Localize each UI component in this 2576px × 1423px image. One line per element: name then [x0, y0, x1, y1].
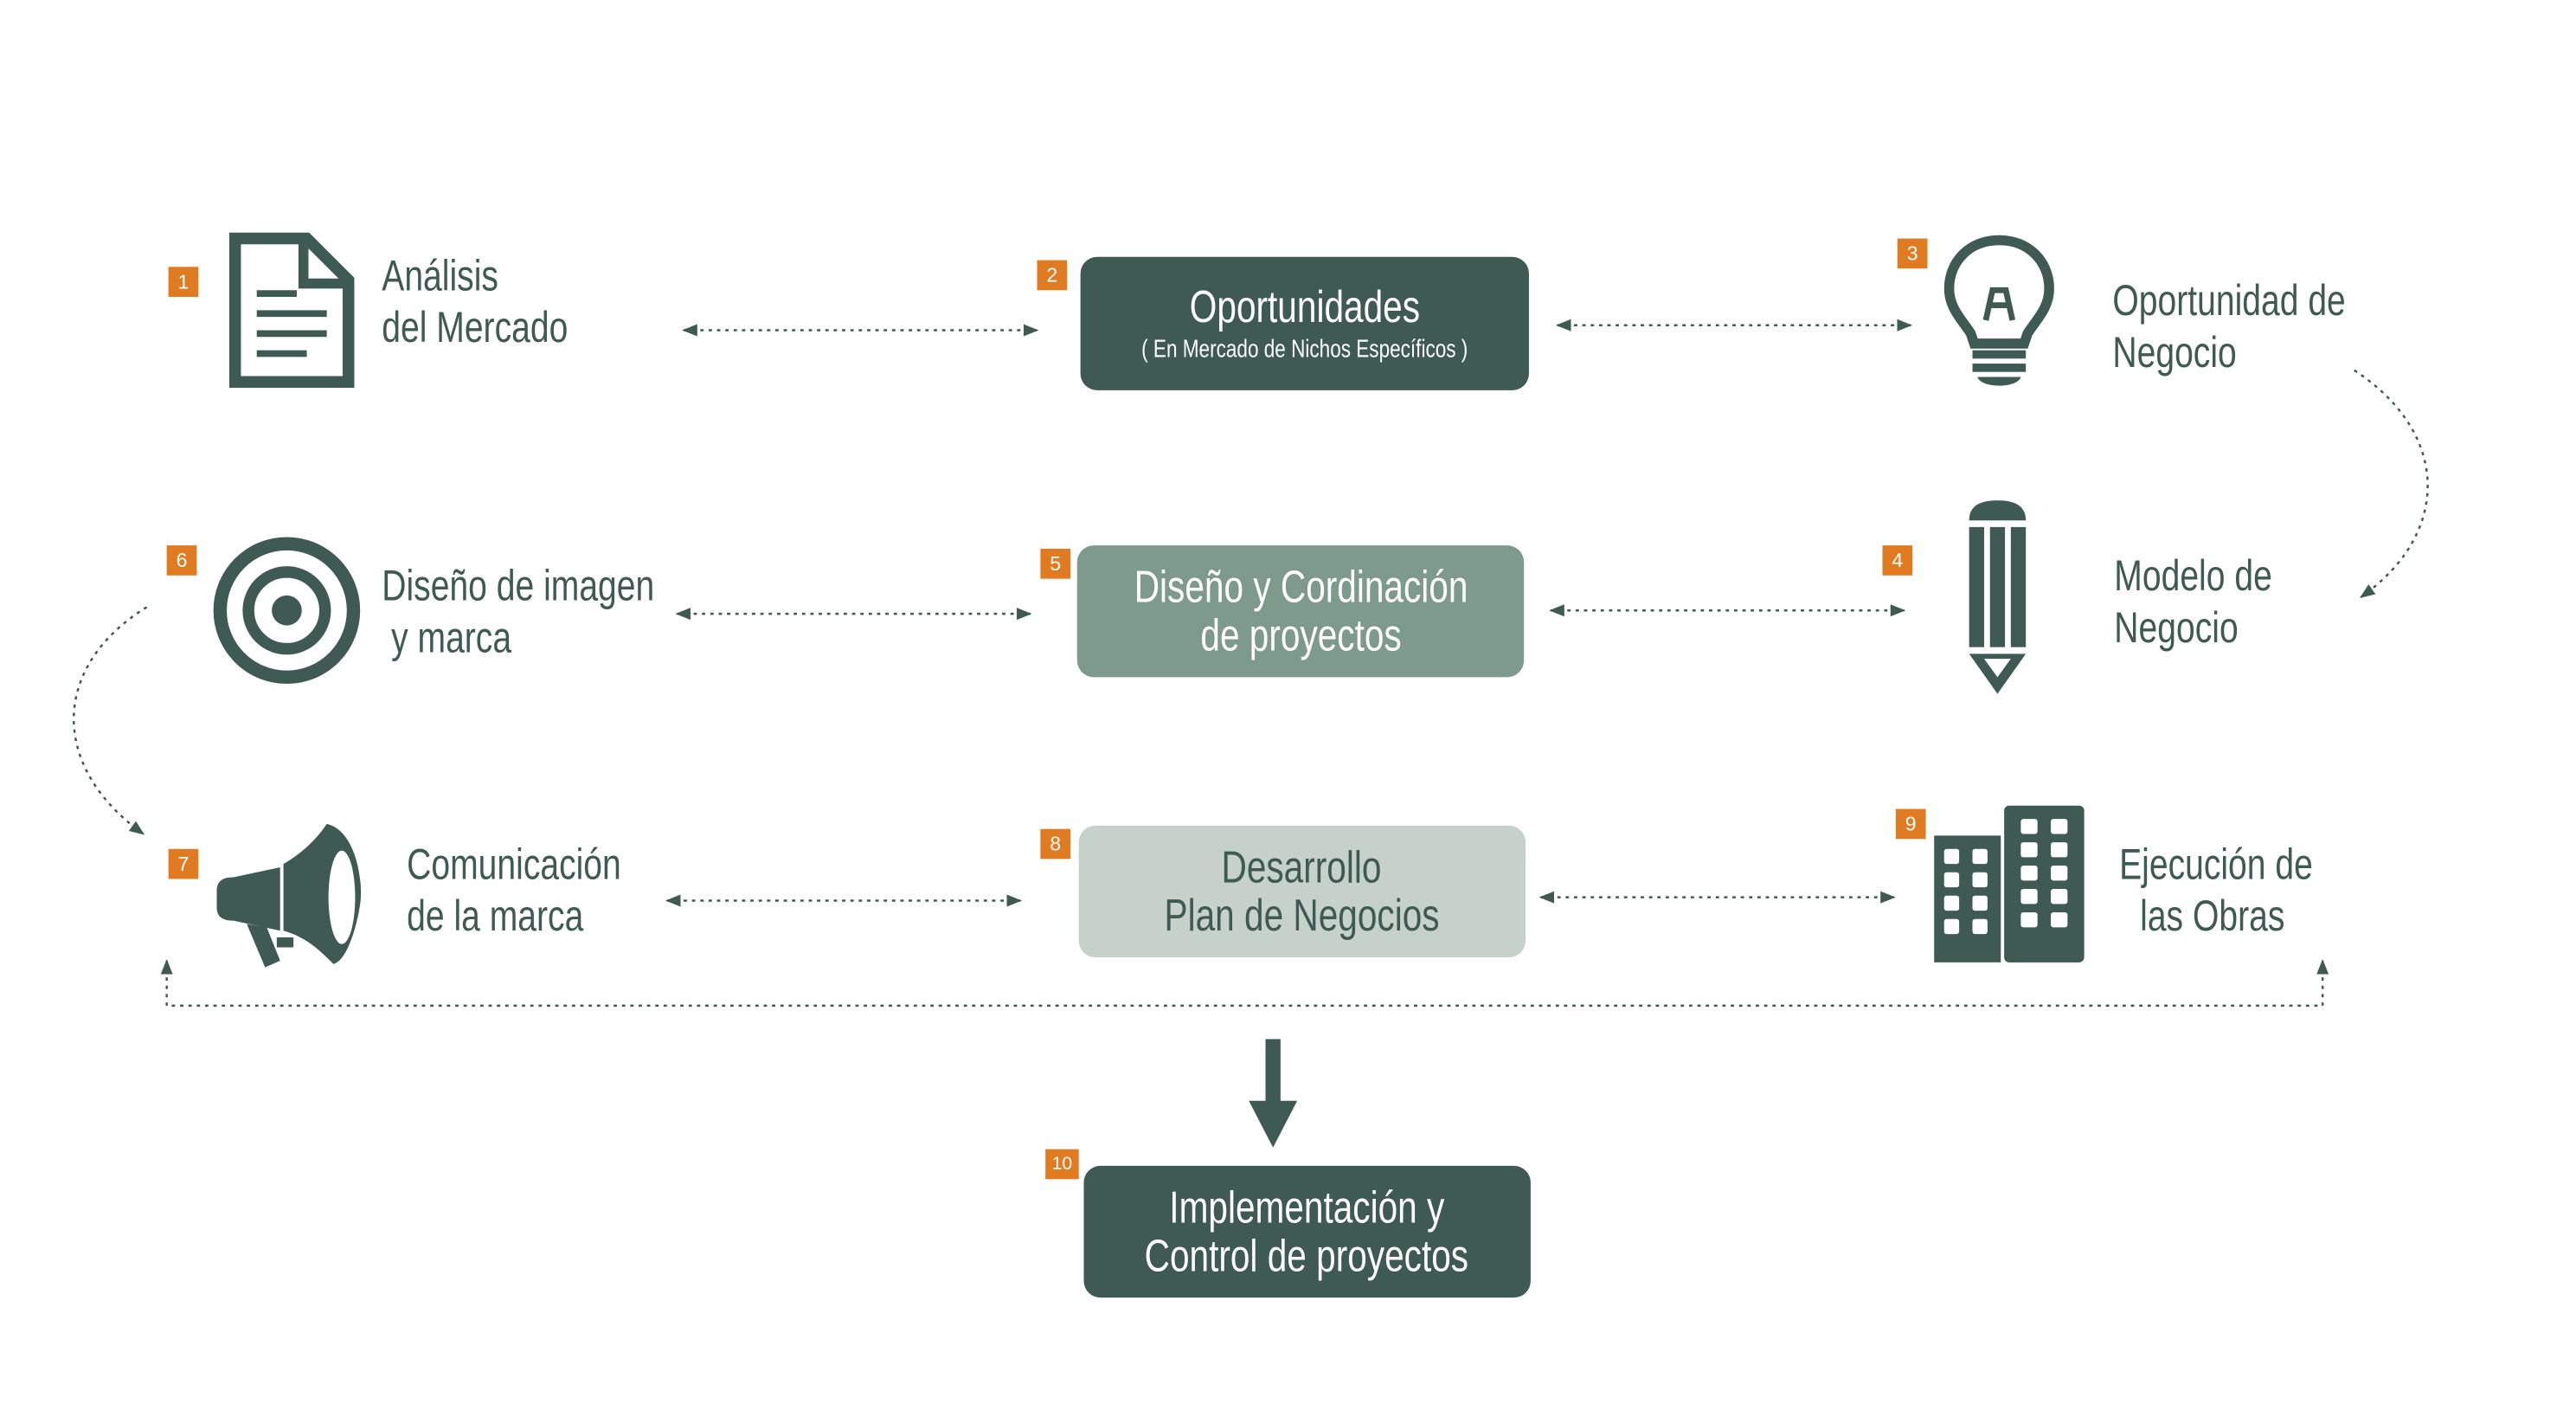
step-10-line-1: Implementación y [1169, 1182, 1445, 1233]
step-2-subtitle: ( En Mercado de Nichos Específicos ) [1141, 335, 1468, 364]
step-3-line-2: Negocio [2112, 326, 2237, 377]
step-6-line-1: Diseño de imagen [382, 560, 655, 611]
step-1-label: Análisis del Mercado [382, 250, 568, 353]
step-7-label: Comunicación de la marca [407, 839, 621, 942]
document-icon [228, 232, 355, 389]
step-7-number: 7 [168, 848, 199, 879]
step-1-line-1: Análisis [382, 250, 498, 300]
step-10-line-2: Control de proyectos [1145, 1230, 1469, 1280]
step-4-label: Modelo de Negocio [2114, 551, 2271, 654]
step-5-line-2: de proyectos [1199, 609, 1402, 660]
step-7-line-1: Comunicación [407, 839, 621, 890]
step-6-label: Diseño de imagen y marca [382, 560, 654, 663]
step-2-title: Oportunidades [1189, 281, 1420, 332]
step-4-line-1: Modelo de [2114, 550, 2272, 601]
step-9-line-1: Ejecución de [2119, 839, 2313, 890]
step-5-box: Diseño y Cordinación de proyectos [1076, 545, 1525, 678]
step-9-line-2: las Obras [2140, 890, 2285, 941]
step-10-box: Implementación y Control de proyectos [1083, 1165, 1531, 1298]
step-1-number: 1 [168, 267, 199, 297]
step-6-number: 6 [166, 545, 197, 576]
step-2-box: Oportunidades ( En Mercado de Nichos Esp… [1080, 256, 1529, 390]
down-arrow [1249, 1039, 1298, 1148]
buildings-icon [1934, 805, 2085, 963]
step-5-line-1: Diseño y Cordinación [1134, 561, 1468, 612]
step-3-label: Oportunidad de Negocio [2112, 275, 2345, 378]
megaphone-icon [216, 823, 362, 968]
step-7-line-2: de la marca [407, 890, 584, 941]
step-4-line-2: Negocio [2114, 602, 2239, 653]
target-icon [213, 537, 361, 685]
step-5-number: 5 [1040, 548, 1071, 579]
step-3-line-1: Oportunidad de [2112, 274, 2346, 325]
step-2-number: 2 [1037, 260, 1068, 291]
step-8-line-2: Plan de Negocios [1164, 890, 1440, 940]
step-9-number: 9 [1895, 808, 1926, 840]
arrow-6-7 [73, 606, 148, 835]
arrow-7-9-loop [160, 959, 2329, 1008]
arrow-3-4 [2354, 369, 2429, 598]
pencil-icon [1969, 500, 2027, 694]
step-3-number: 3 [1897, 238, 1928, 269]
step-8-number: 8 [1040, 828, 1071, 860]
step-8-box: Desarrollo Plan de Negocios [1078, 825, 1526, 958]
step-4-number: 4 [1882, 545, 1913, 576]
step-1-line-2: del Mercado [382, 301, 569, 352]
step-10-number: 10 [1045, 1149, 1079, 1180]
step-6-line-2: y marca [382, 612, 512, 662]
step-8-line-1: Desarrollo [1222, 841, 1383, 892]
step-9-label: Ejecución de las Obras [2119, 839, 2313, 942]
lightbulb-icon [1943, 235, 2054, 386]
